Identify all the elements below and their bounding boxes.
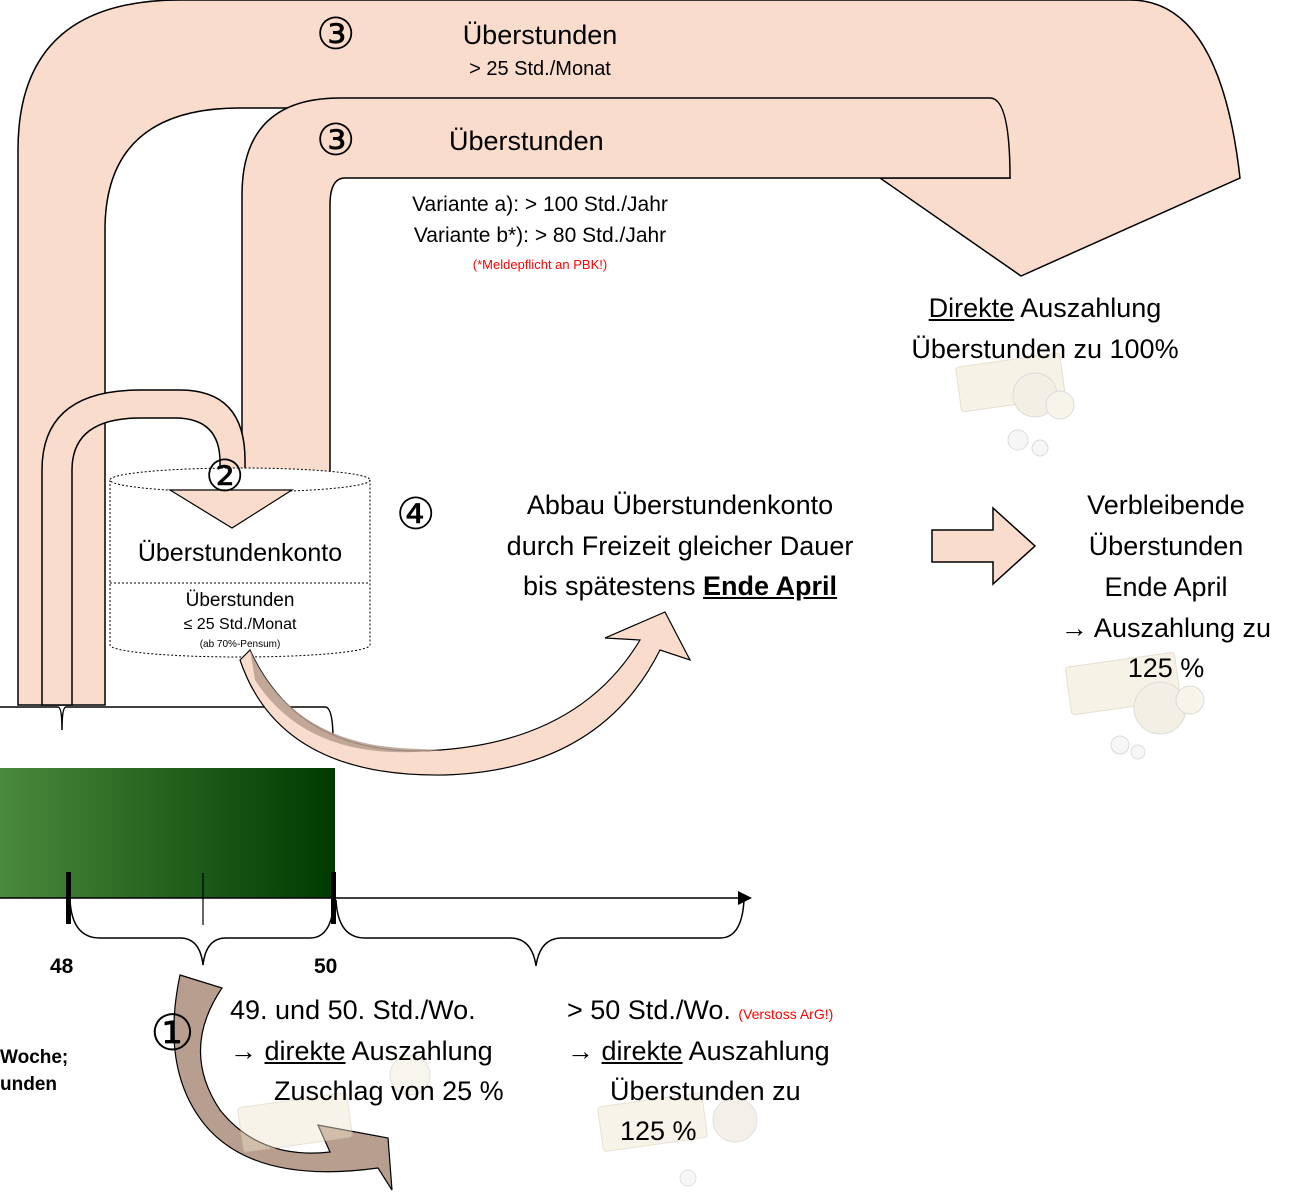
payout-direct-line1: Direkte Auszahlung [880,293,1210,324]
step3-top-title: Überstunden [462,20,618,50]
brace-over-50 [335,899,745,967]
step4-line3: bis spätestens Ende April [460,571,900,602]
money-illustration-bottom-left [237,1054,431,1153]
left-cut-line1: Woche; [0,1047,69,1068]
remaining-line3: Ende April [1104,572,1228,602]
remaining-line2: Überstunden [1088,531,1244,561]
axis-arrowhead [738,891,752,905]
step1-col1-line2: → direkte Auszahlung [230,1036,493,1067]
step3-mid-title: Überstunden [449,126,604,156]
arrow-base-brace [0,706,334,741]
tick-48-mark [66,872,71,924]
step4-line1: Abbau Überstundenkonto [526,490,834,520]
step1-col2-text: > 50 Std./Wo. [567,995,739,1025]
step4-number: ④ [396,490,436,539]
remaining-line4: → Auszahlung zu [1060,613,1272,643]
step1-col2-word: direkte [601,1036,683,1066]
working-hours-bar [0,768,335,898]
remaining-line1: Verbleibende [1087,490,1245,520]
overtime-yearly-arrow [241,97,1011,479]
variant-b: Variante b*): > 80 Std./Jahr [413,224,667,247]
step1-number: ① [150,1005,195,1061]
step3-top-sub: > 25 Std./Monat [469,58,611,80]
step1-col1-word: direkte [264,1036,346,1066]
step1-col1-line1: 49. und 50. Std./Wo. [230,995,476,1025]
payout-direct-line2: Überstunden zu 100% [911,334,1179,364]
axis-tick-48: 48 [50,955,74,978]
money-illustration-top [955,352,1075,457]
step1-col2-line3: Überstunden zu [610,1076,801,1106]
payout-direct-word: Direkte [928,293,1015,323]
reporting-note: (*Meldepflicht an PBK!) [472,257,608,272]
step1-col2-warning: (Verstoss ArG!) [738,1006,834,1022]
step1-col1-rest: Auszahlung [345,1036,493,1066]
variant-a: Variante a): > 100 Std./Jahr [412,193,668,216]
step4-line3-pre: bis spätestens [522,571,704,601]
to-remaining-arrow [931,506,1037,586]
step4-line2: durch Freizeit gleicher Dauer [506,531,854,561]
step3-mid-number: ③ [316,116,356,165]
payout-direct-rest: Auszahlung [1014,293,1162,323]
account-label: Überstundenkonto [137,539,343,567]
money-illustration-right [1065,652,1205,760]
step2-number: ② [205,452,245,501]
left-cut-line2: unden [0,1074,57,1095]
direct-payout-arrow [173,974,393,1191]
reduction-arrow-shadow [250,650,440,753]
step1-col2-rest: Auszahlung [682,1036,830,1066]
remaining-line5: 125 % [1127,653,1205,683]
account-line1: Überstunden [185,590,295,611]
account-line2: ≤ 25 Std./Monat [183,616,297,633]
money-illustration-bottom-right [597,1092,758,1187]
account-line3: (ab 70%-Pensum) [199,639,281,650]
overtime-account-cylinder [109,467,371,658]
overtime-monthly-arrow [17,0,1241,706]
step3-top-number: ③ [316,10,356,59]
step1-col2-line2: → direkte Auszahlung [567,1036,830,1067]
tick-50-mark [331,872,336,924]
step1-col2-line4: 125 % [620,1116,697,1146]
step4-line3-bold: Ende April [703,571,838,601]
step1-col1-line3: Zuschlag von 25 % [274,1076,504,1106]
account-inflow-arrow [167,489,295,529]
brace-49-50 [69,899,335,966]
axis-tick-50: 50 [314,955,338,978]
step1-col2-arrow: → [567,1036,602,1066]
step1-col2-line1: > 50 Std./Wo. (Verstoss ArG!) [567,995,833,1026]
step1-col1-arrow: → [230,1036,265,1066]
